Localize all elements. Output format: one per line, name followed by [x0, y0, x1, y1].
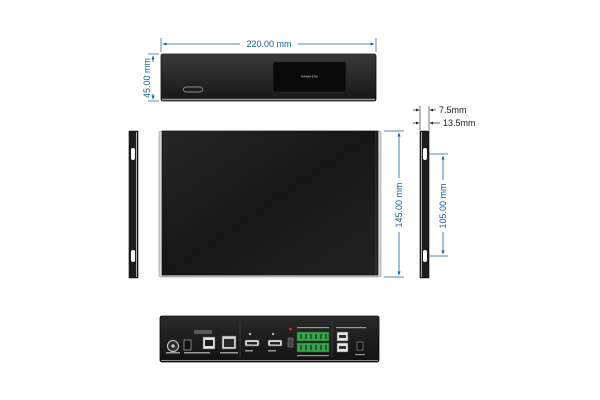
bracket-slot-top — [131, 148, 135, 160]
bracket-hole-spacing-label: 105.00 mm — [438, 183, 448, 228]
front-height-dimension-label: 45.00 mm — [142, 58, 152, 98]
terminal-block-section — [296, 327, 330, 357]
terminal-block-bottom — [296, 342, 330, 353]
front-display-label: HW-MIX-6706 — [301, 75, 318, 79]
hdmi-section — [244, 327, 294, 352]
power-switch — [183, 339, 192, 351]
bracket-offset-b-label: 13.5mm — [443, 118, 476, 128]
reset-button — [356, 341, 364, 351]
rear-view — [159, 315, 380, 363]
right-mounting-bracket — [419, 130, 430, 279]
power-section — [166, 330, 238, 354]
width-dimension: 220.00 mm — [160, 38, 377, 52]
top-lid — [161, 130, 379, 276]
bracket-hole-spacing-dimension: 105.00 mm — [429, 153, 448, 257]
front-height-dimension: 45.00 mm — [142, 53, 159, 102]
top-view — [158, 130, 382, 278]
front-handle-slot — [183, 86, 203, 93]
front-display-panel — [272, 61, 347, 93]
bracket-slot-top — [423, 148, 427, 160]
left-mounting-bracket — [128, 130, 139, 279]
usb-section — [336, 327, 366, 356]
bracket-slot-bottom — [131, 250, 135, 262]
bracket-offset-callouts: 7.5mm 13.5mm — [413, 105, 476, 130]
depth-dimension-label: 145.00 mm — [394, 182, 404, 227]
bracket-slot-bottom — [423, 250, 427, 262]
front-view: HW-MIX-6706 — [160, 53, 377, 102]
bracket-offset-a-label: 7.5mm — [439, 105, 467, 115]
audio-jack — [287, 337, 294, 348]
terminal-block-top — [296, 331, 330, 342]
depth-dimension: 145.00 mm — [384, 130, 404, 278]
width-dimension-label: 220.00 mm — [246, 39, 291, 49]
